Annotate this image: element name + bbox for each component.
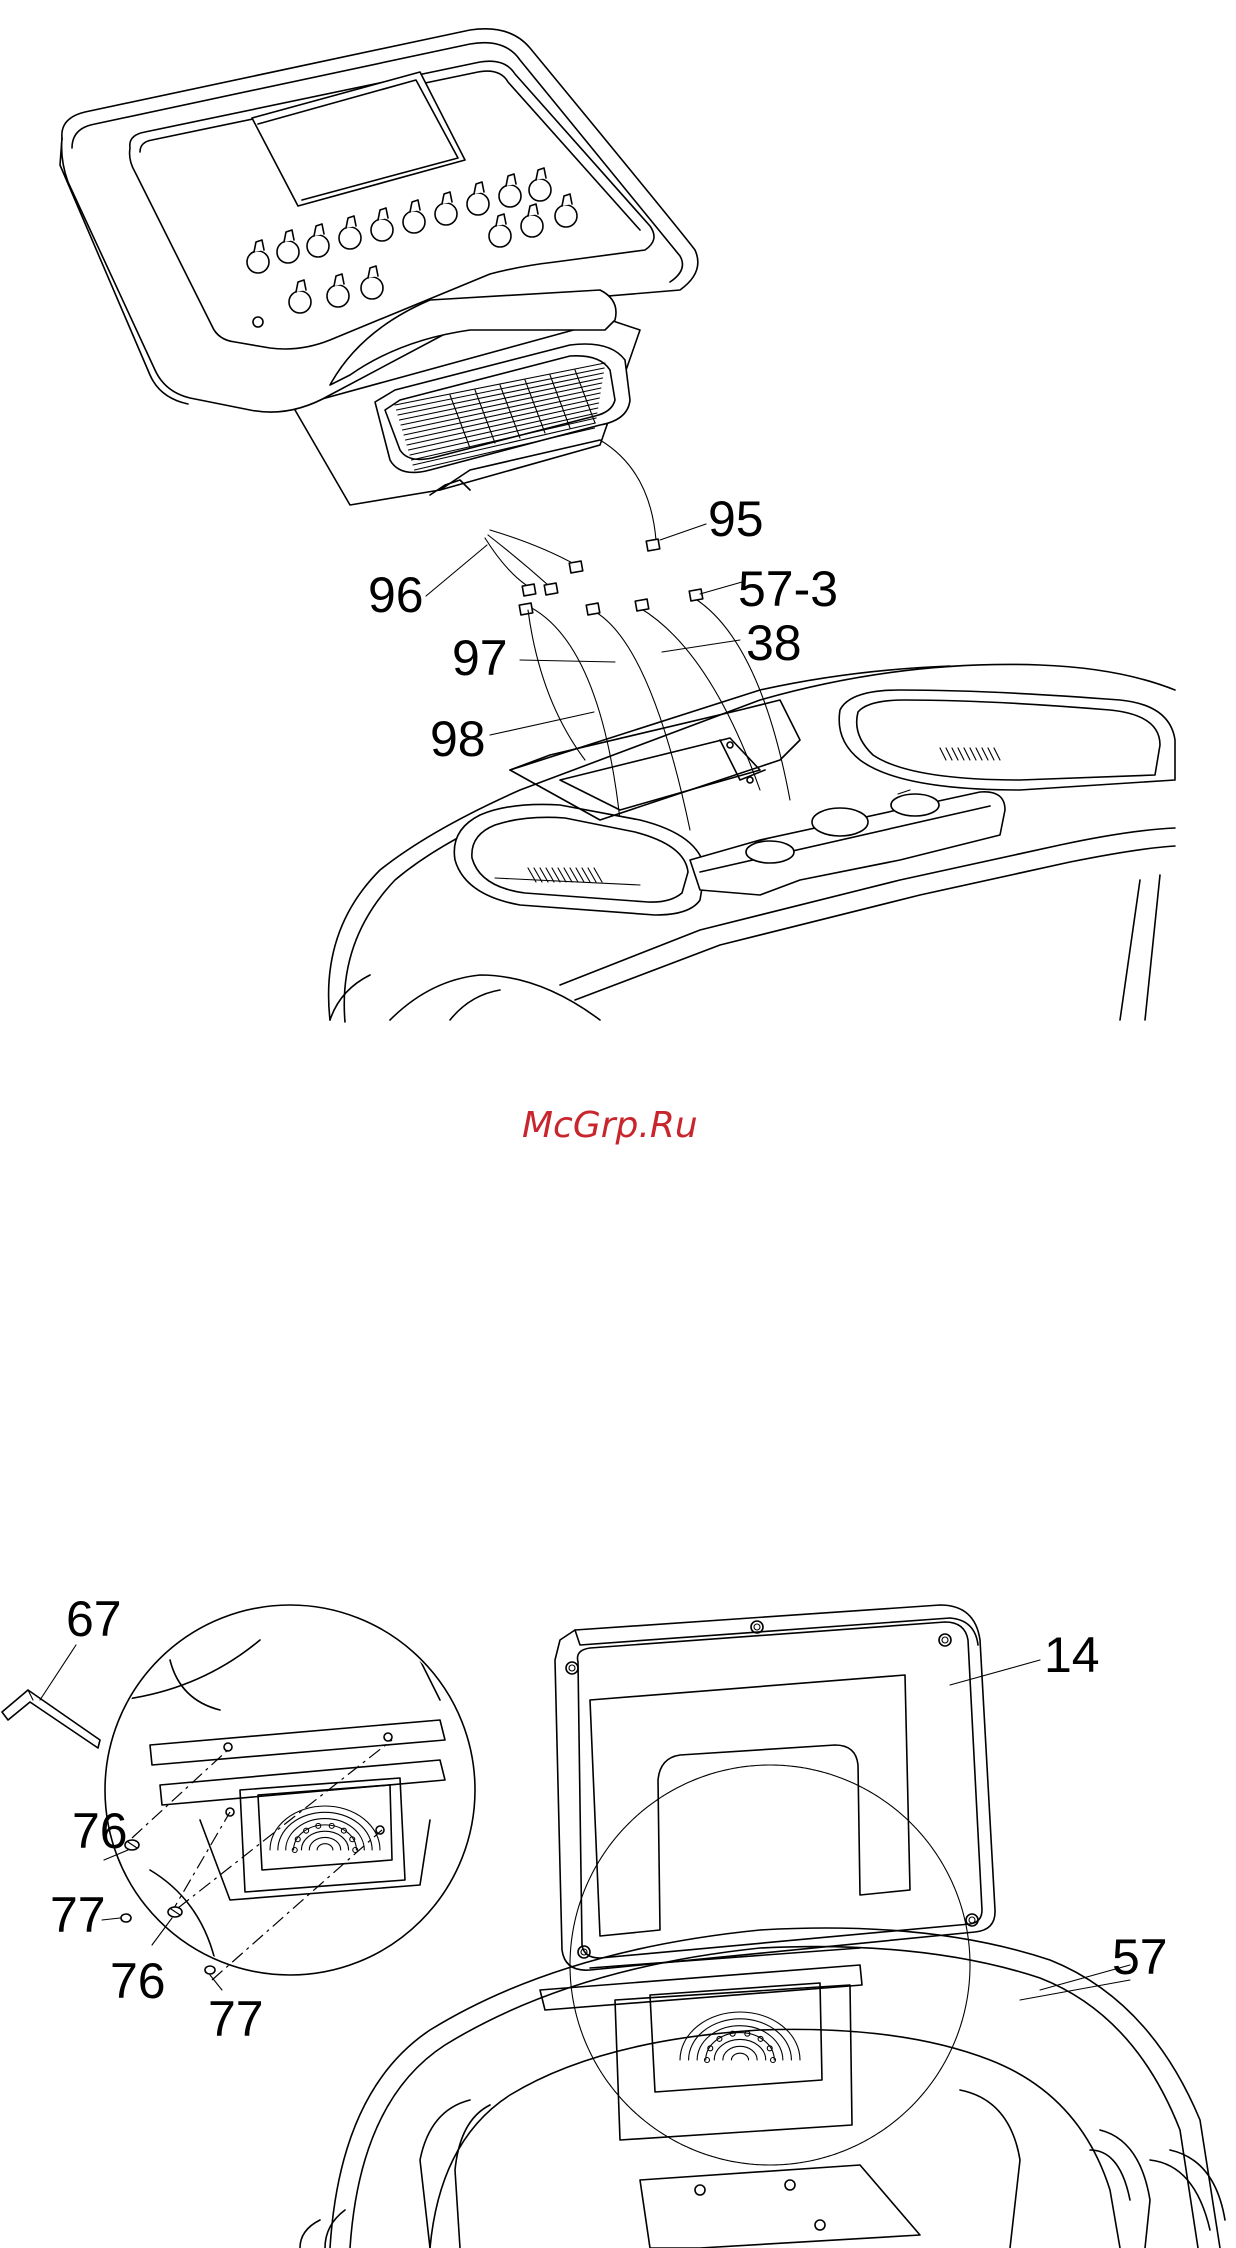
callout-96: 96	[368, 567, 424, 623]
screw-76b	[168, 1907, 182, 1917]
callout-98: 98	[430, 711, 486, 767]
detail-view	[105, 1605, 475, 1980]
callout-57: 57	[1112, 1929, 1168, 1985]
callout-67: 67	[66, 1591, 122, 1647]
upright-frame	[300, 1928, 1225, 2248]
bottom-diagram: 67 14 76 77 76 77 57	[2, 1591, 1225, 2248]
callout-76b: 76	[110, 1953, 166, 2009]
callout-97: 97	[452, 630, 508, 686]
callout-57-3: 57-3	[738, 561, 838, 617]
screw-77b	[205, 1966, 215, 1974]
callout-14: 14	[1044, 1627, 1100, 1683]
callout-76a: 76	[72, 1803, 128, 1859]
callout-38: 38	[746, 615, 802, 671]
callout-77b: 77	[208, 1991, 264, 2047]
callout-95: 95	[708, 491, 764, 547]
watermark-text: McGrp.Ru	[522, 1105, 698, 1146]
allen-wrench	[2, 1645, 100, 1748]
screw-77a	[121, 1914, 131, 1922]
top-diagram: 95 96 57-3 38 97 98	[60, 29, 1175, 1022]
mounting-plate	[555, 1605, 1040, 1970]
callout-77a: 77	[50, 1887, 106, 1943]
